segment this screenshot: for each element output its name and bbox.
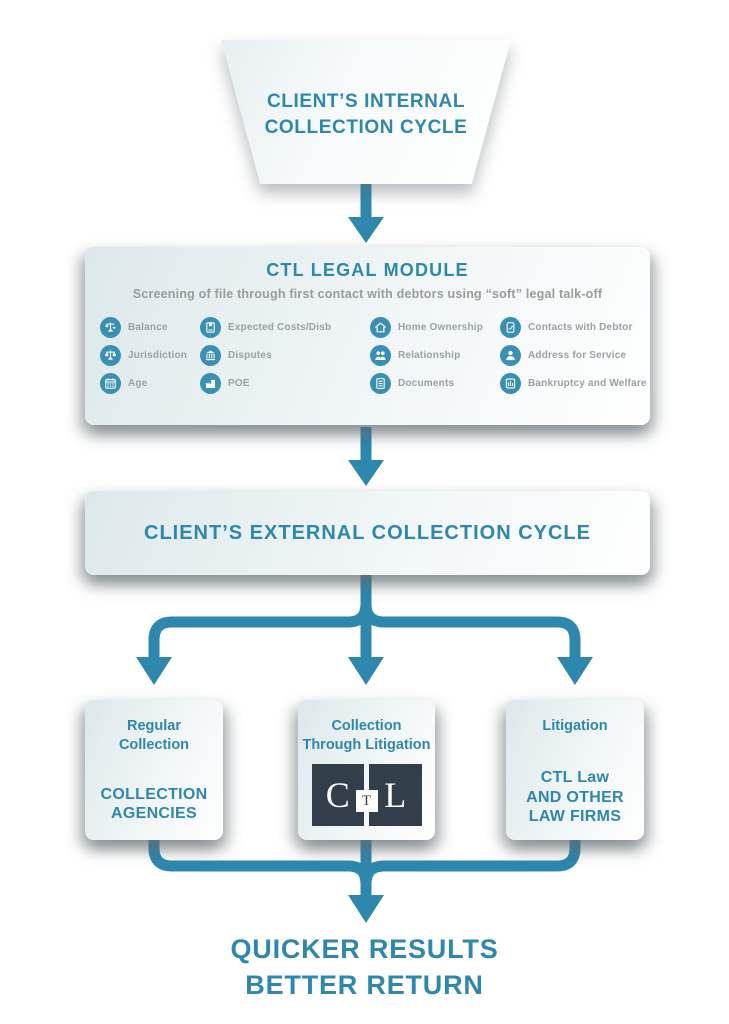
- calendar-icon: [100, 372, 121, 394]
- screening-factor-grid: Balance Expected Costs/Disb Home Ownersh…: [100, 313, 650, 397]
- ctl-logo-letter-l: L: [369, 764, 422, 826]
- justice-scales-icon: [100, 344, 121, 366]
- internal-cycle-shape: CLIENT’S INTERNAL COLLECTION CYCLE: [221, 40, 511, 184]
- arrowhead: [136, 657, 172, 685]
- phone-contact-icon: [500, 316, 521, 338]
- internal-cycle-label: CLIENT’S INTERNAL COLLECTION CYCLE: [264, 91, 468, 138]
- factor-label: Age: [128, 377, 148, 389]
- balance-scale-icon: [100, 316, 121, 338]
- document-icon: [370, 372, 391, 394]
- workplace-icon: [200, 372, 221, 394]
- arrowhead: [348, 217, 384, 243]
- factor-label: Jurisdiction: [128, 349, 188, 361]
- factor-label: POE: [228, 377, 250, 389]
- factor-poe: POE: [200, 369, 370, 397]
- ctl-logo: C L T: [311, 764, 422, 826]
- legal-module-subtitle: Screening of file through first contact …: [132, 287, 603, 301]
- costs-ledger-icon: [200, 316, 221, 338]
- regular-collection-title: Regular Collection: [118, 718, 190, 753]
- arrowhead: [348, 895, 384, 923]
- factor-label: Documents: [398, 377, 455, 389]
- factor-label: Balance: [128, 321, 168, 333]
- legal-module-title: CTL LEGAL MODULE: [266, 260, 469, 280]
- split-left-branch: [148, 575, 372, 659]
- collection-through-litigation-title: Collection Through Litigation: [302, 718, 431, 753]
- factor-contacts-with-debtor: Contacts with Debtor: [500, 313, 650, 341]
- factor-jurisdiction: Jurisdiction: [100, 341, 200, 369]
- ctl-logo-letter-t: T: [355, 790, 378, 812]
- merge-right-branch: [360, 840, 581, 897]
- external-cycle-node: CLIENT’S EXTERNAL COLLECTION CYCLE: [85, 491, 650, 575]
- factor-bankruptcy-welfare: Bankruptcy and Welfare: [500, 369, 650, 397]
- split-right-branch: [360, 575, 581, 659]
- merge-left-branch: [148, 840, 372, 897]
- external-cycle-label: CLIENT’S EXTERNAL COLLECTION CYCLE: [144, 521, 591, 544]
- legal-module-node: CTL LEGAL MODULE Screening of file throu…: [85, 247, 650, 425]
- bank-building-icon: [200, 344, 221, 366]
- regular-collection-node: Regular Collection COLLECTION AGENCIES: [85, 700, 223, 840]
- ctl-law-other-firms-label: CTL Law AND OTHER LAW FIRMS: [526, 769, 624, 826]
- person-icon: [500, 344, 521, 366]
- factor-home-ownership: Home Ownership: [370, 313, 500, 341]
- factor-relationship: Relationship: [370, 341, 500, 369]
- factor-label: Disputes: [228, 349, 272, 361]
- factor-label: Relationship: [398, 349, 461, 361]
- factor-address-for-service: Address for Service: [500, 341, 650, 369]
- factor-label: Bankruptcy and Welfare: [528, 377, 647, 389]
- litigation-node: Litigation CTL Law AND OTHER LAW FIRMS: [506, 700, 644, 840]
- bank-chart-icon: [500, 372, 521, 394]
- factor-age: Age: [100, 369, 200, 397]
- factor-label: Contacts with Debtor: [528, 321, 633, 333]
- outcome-label: QUICKER RESULTS BETTER RETURN: [230, 934, 499, 1000]
- internal-cycle-node: CLIENT’S INTERNAL COLLECTION CYCLE: [221, 40, 511, 184]
- collection-through-litigation-node: Collection Through Litigation C L T: [298, 700, 435, 840]
- factor-label: Expected Costs/Disb: [228, 321, 332, 333]
- factor-label: Home Ownership: [398, 321, 484, 333]
- factor-disputes: Disputes: [200, 341, 370, 369]
- factor-label: Address for Service: [528, 349, 627, 361]
- arrowhead: [557, 657, 593, 685]
- factor-balance: Balance: [100, 313, 200, 341]
- litigation-title: Litigation: [542, 718, 608, 734]
- two-people-icon: [370, 344, 391, 366]
- arrowhead: [348, 460, 384, 486]
- factor-expected-costs: Expected Costs/Disb: [200, 313, 370, 341]
- collection-agencies-label: COLLECTION AGENCIES: [100, 785, 208, 823]
- home-icon: [370, 316, 391, 338]
- factor-documents: Documents: [370, 369, 500, 397]
- arrowhead: [348, 657, 384, 685]
- ctl-logo-letter-c: C: [311, 764, 364, 826]
